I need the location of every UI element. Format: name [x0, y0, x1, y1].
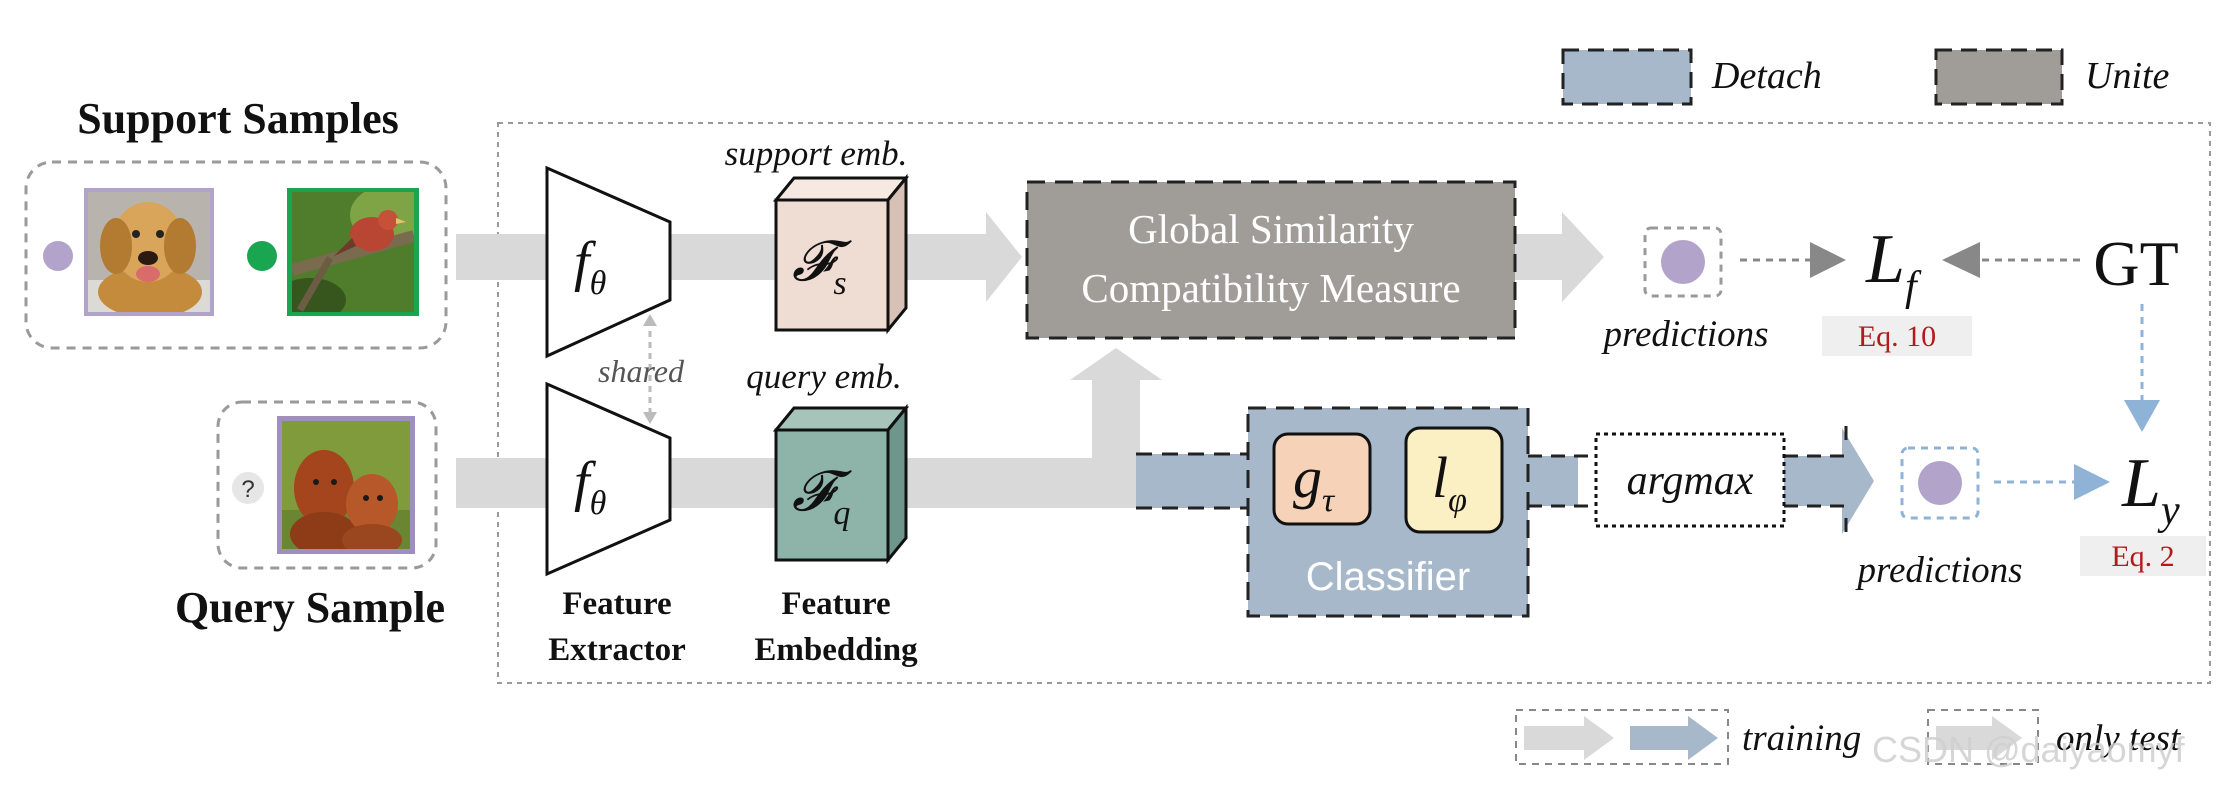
- shared-label: shared: [598, 353, 685, 389]
- query-image-dogs: [277, 416, 415, 554]
- support-box: [24, 160, 448, 350]
- query-marker-text: ?: [241, 476, 254, 503]
- eq2-label: Eq. 2: [2111, 540, 2174, 573]
- similarity-line2: Compatibility Measure: [1081, 265, 1460, 311]
- predictions-bottom-label: predictions: [1854, 550, 2022, 591]
- prediction-bottom-dot: [1918, 461, 1962, 505]
- query-flow-arrow: [456, 348, 1162, 508]
- eq10-label: Eq. 10: [1858, 320, 1936, 353]
- detach-flow-arrow: [1136, 426, 1874, 536]
- prediction-top-dot: [1661, 240, 1705, 284]
- query-box: [216, 400, 438, 570]
- legend-unite-swatch: [1934, 48, 2064, 106]
- argmax-label: argmax: [1627, 458, 1754, 504]
- legend-detach-swatch: [1561, 48, 1693, 106]
- shared-link: shared: [598, 314, 685, 424]
- legend-only-test: only test: [1927, 709, 2182, 765]
- support-emb-label: support emb.: [725, 134, 908, 173]
- predictions-top-label: predictions: [1600, 314, 1768, 355]
- extractor-caption-line2: Extractor: [548, 632, 685, 668]
- classifier-title: Classifier: [1306, 555, 1470, 599]
- legend-unite: Unite: [1934, 48, 2170, 106]
- l-phi-box: [1404, 426, 1504, 534]
- feature-extractor-bottom: fθ: [545, 381, 672, 577]
- loss-y: Ly: [2121, 445, 2180, 534]
- legend-detach: Detach: [1561, 48, 1822, 106]
- watermark: CSDN @daiyaomyf: [1872, 729, 2186, 770]
- global-similarity-module: Global Similarity Compatibility Measure: [1025, 180, 1517, 340]
- support-embedding-cube: 𝓕s: [772, 173, 910, 335]
- legend-training: training: [1515, 709, 1861, 765]
- feature-extractor-top: fθ: [545, 165, 672, 359]
- legend-detach-label: Detach: [1711, 55, 1822, 97]
- main-frame: [497, 122, 2211, 684]
- extractor-caption-line1: Feature: [562, 586, 671, 622]
- legend-only-test-label: only test: [2056, 718, 2182, 759]
- support-dot-1: [43, 241, 73, 271]
- support-dot-2: [247, 241, 277, 271]
- legend-only-test-box: [1927, 709, 2039, 765]
- classifier-module: gτ lφ Classifier: [1246, 406, 1530, 618]
- gt-label: GT: [2093, 228, 2178, 299]
- legend-training-box: [1515, 709, 1729, 765]
- svg-text:gτ: gτ: [1293, 445, 1336, 519]
- prediction-bottom-box: [1900, 446, 1980, 520]
- support-image-dog: [84, 188, 214, 316]
- support-title: Support Samples: [77, 94, 399, 143]
- query-title: Query Sample: [175, 583, 445, 632]
- legend-unite-label: Unite: [2085, 55, 2170, 97]
- query-emb-label: query emb.: [746, 357, 902, 396]
- similarity-line1: Global Similarity: [1128, 206, 1414, 252]
- gt-to-lf-arrowhead: [1942, 242, 1980, 278]
- query-embedding-cube: 𝓕q: [772, 403, 910, 565]
- eq10-badge: [1822, 316, 1972, 356]
- gt-to-ly-arrowhead: [2124, 400, 2160, 432]
- loss-f: Lf: [1865, 221, 1922, 310]
- svg-text:Ly: Ly: [2121, 445, 2180, 534]
- legend-training-label: training: [1742, 718, 1861, 759]
- g-tau-box: [1272, 432, 1372, 526]
- pred-to-ly-arrowhead: [2074, 464, 2110, 500]
- embedding-caption-line1: Feature: [781, 586, 890, 622]
- argmax-box: [1594, 432, 1786, 528]
- pred-to-lf-arrowhead: [1810, 242, 1846, 278]
- svg-text:lφ: lφ: [1432, 445, 1467, 519]
- prediction-top-box: [1643, 226, 1723, 298]
- svg-text:Lf: Lf: [1865, 221, 1922, 310]
- support-flow-arrow: [456, 212, 1604, 302]
- eq2-badge: [2080, 536, 2206, 576]
- embedding-caption-line2: Embedding: [754, 632, 918, 668]
- support-image-bird: [287, 188, 419, 316]
- query-marker: [232, 472, 264, 504]
